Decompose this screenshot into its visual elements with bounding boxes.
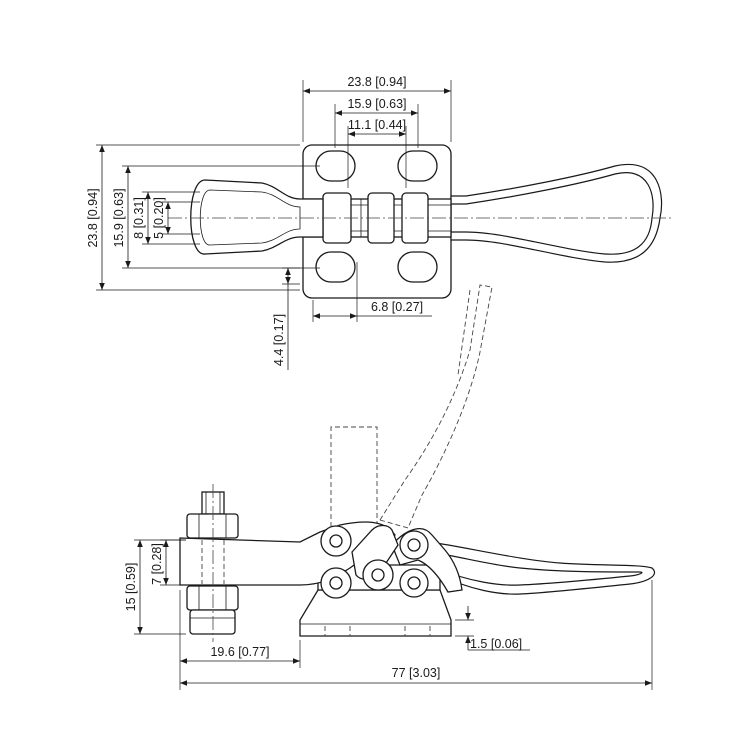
spindle-arm-top	[190, 179, 324, 255]
top-view: 23.8 [0.94] 15.9 [0.63] 11.1 [0.44] 23.8…	[86, 75, 674, 370]
pivot-5-inner	[407, 576, 421, 590]
handle-grip-side	[429, 541, 656, 595]
spindle-pad	[189, 609, 236, 635]
dim-label-left-height-8: 8 [0.31]	[132, 197, 146, 239]
dim-label-left-height-5: 5 [0.20]	[152, 197, 166, 239]
dim-label-spindle-height-7: 7 [0.28]	[150, 543, 164, 585]
mounting-slot-bottom-right	[397, 251, 438, 283]
base-side	[299, 589, 452, 637]
link-side	[351, 524, 399, 580]
dim-left-height-outer: 23.8 [0.94]	[86, 144, 300, 291]
lower-nut	[186, 585, 239, 611]
dim-top-width-inner: 11.1 [0.44]	[347, 118, 407, 188]
dim-label-bracket-width: 6.8 [0.27]	[371, 300, 423, 314]
dim-label-overall-length: 77 [3.03]	[392, 666, 441, 680]
dim-left-height-5: 5 [0.20]	[152, 197, 200, 239]
dim-label-left-height-mid: 15.9 [0.63]	[112, 188, 126, 247]
pivot-4-outer	[399, 530, 429, 560]
phantom-handle-open	[379, 284, 493, 529]
dim-bracket-width: 6.8 [0.27]	[312, 262, 432, 322]
dim-top-width-mid: 15.9 [0.63]	[334, 97, 419, 148]
dim-spindle-reach: 19.6 [0.77]	[179, 590, 301, 690]
dim-total-height-15: 15 [0.59]	[124, 539, 186, 635]
dim-label-top-width-mid: 15.9 [0.63]	[347, 97, 406, 111]
dim-label-left-height-outer: 23.8 [0.94]	[86, 188, 100, 247]
dim-label-spindle-reach: 19.6 [0.77]	[210, 645, 269, 659]
dim-label-offset-height: 4.4 [0.17]	[272, 314, 286, 366]
dim-base-thickness: 1.5 [0.06]	[455, 606, 530, 651]
dim-overall-length: 77 [3.03]	[180, 580, 653, 690]
hidden-spindle-outline	[330, 426, 378, 535]
side-view: 7 [0.28] 15 [0.59] 19.6 [0.77] 1.5 [0.06…	[124, 284, 656, 690]
dim-top-width-outer: 23.8 [0.94]	[302, 75, 452, 142]
pivot-5-outer	[399, 568, 429, 598]
pivot-2-outer	[320, 567, 352, 599]
pivot-1-inner	[329, 534, 343, 548]
dim-label-top-width-outer: 23.8 [0.94]	[347, 75, 406, 89]
dim-offset-height: 4.4 [0.17]	[272, 267, 300, 370]
pivot-2-inner	[329, 576, 343, 590]
mounting-slot-top-right	[397, 150, 438, 182]
pivot-3-inner	[371, 568, 385, 582]
pivot-4-inner	[407, 538, 421, 552]
dim-label-top-width-inner: 11.1 [0.44]	[348, 118, 406, 132]
mounting-slot-bottom-left	[315, 251, 356, 283]
pivot-1-outer	[320, 525, 352, 557]
upper-nut	[186, 513, 239, 539]
pivot-3-outer	[362, 559, 394, 591]
dim-label-total-height-15: 15 [0.59]	[124, 563, 138, 612]
dim-label-base-thickness: 1.5 [0.06]	[470, 637, 522, 651]
handle-grip-top	[450, 163, 663, 263]
dim-left-height-8: 8 [0.31]	[132, 191, 200, 245]
